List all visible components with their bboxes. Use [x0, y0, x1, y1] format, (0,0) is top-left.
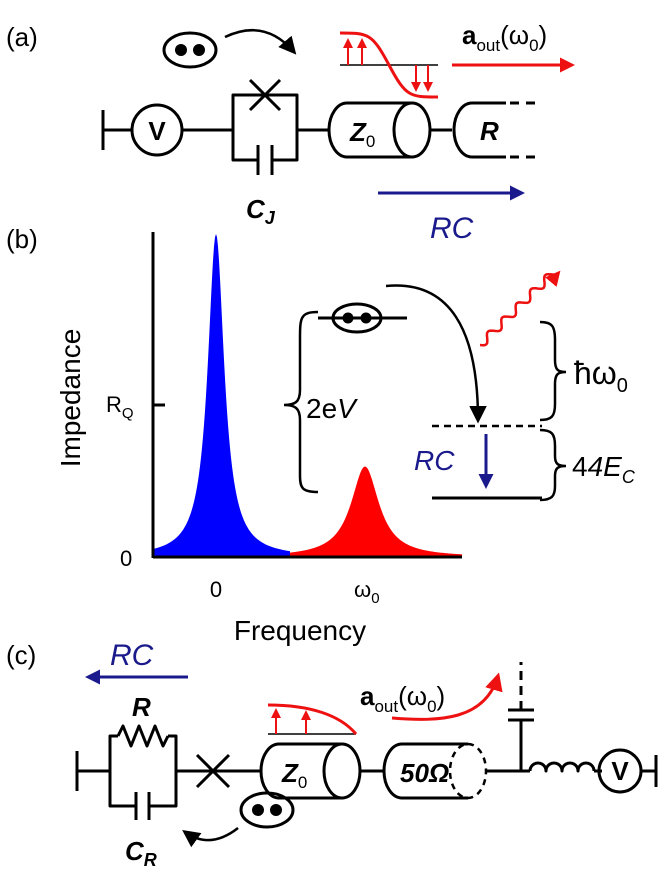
cooper-pair-icon — [239, 791, 295, 829]
bias-brace — [283, 310, 319, 494]
wave-packet-icon — [339, 31, 439, 99]
output-aout-label: aout(ω0) — [360, 681, 445, 716]
capacitor-cj-label: CJ — [246, 194, 276, 228]
load-resistor: R — [452, 101, 535, 159]
resistor-r-label: R — [132, 692, 151, 722]
inductor-coil — [528, 761, 596, 773]
charging-energy-label: 44EC — [572, 451, 636, 487]
rc-label-c: RC — [110, 639, 154, 672]
photon-brace — [539, 320, 567, 422]
panel-a: (a) V CJ Z0 — [6, 20, 575, 245]
rc-element — [108, 724, 178, 820]
energy-diagram: 2eV RC ħω0 44EC — [283, 270, 636, 502]
rc-label-b: RC — [414, 445, 455, 476]
josephson-junction — [231, 78, 299, 175]
load-50ohm-label: 50Ω — [400, 758, 449, 788]
tunneling-arrow — [182, 827, 239, 848]
charging-brace — [539, 428, 567, 502]
voltage-source-label: V — [611, 756, 629, 786]
voltage-source-label: V — [148, 116, 166, 146]
wave-packet-icon — [267, 703, 358, 735]
voltage-source: V — [130, 103, 184, 157]
line-z0-label: Z0 — [349, 117, 375, 151]
impedance-chart — [153, 234, 462, 557]
load-r-label: R — [480, 116, 499, 146]
panel-c-tag: (c) — [6, 640, 36, 670]
load-50ohm: 50Ω — [382, 742, 488, 800]
junction-cross — [195, 753, 231, 789]
panel-b-tag: (b) — [6, 224, 38, 254]
x-tick-w0-label: ω0 — [354, 577, 380, 607]
impedance-peak-w0 — [290, 466, 462, 557]
cooper-pair-icon — [162, 31, 218, 69]
junction-cross — [248, 78, 282, 112]
y-tick-zero-label: 0 — [120, 546, 132, 571]
transition-arrow — [385, 284, 487, 424]
panel-b: (b) RQ 0 0 ω0 Frequency Impedance 2eV RC — [6, 224, 636, 646]
capacitor-cr-label: CR — [125, 836, 157, 870]
photon-energy-label: ħω0 — [574, 355, 628, 397]
output-arrow — [391, 672, 503, 721]
x-tick-zero-label: 0 — [210, 577, 222, 602]
x-axis-label: Frequency — [234, 615, 366, 646]
y-tick-rq-label: RQ — [106, 392, 134, 422]
line-z0-label: Z0 — [281, 758, 307, 792]
panel-c: (c) RC R CR Z0 — [6, 639, 658, 870]
transmission-line: Z0 — [327, 101, 432, 159]
voltage-source: V — [597, 748, 643, 794]
tunneling-arrow — [224, 29, 297, 55]
panel-a-tag: (a) — [6, 22, 38, 52]
bias-2ev-label: 2eV — [306, 393, 358, 424]
rc-label: RC — [430, 212, 474, 245]
transmission-line: Z0 — [259, 742, 362, 800]
photon-icon — [479, 270, 561, 347]
cooper-pair-icon — [331, 302, 383, 334]
y-axis-label: Impedance — [55, 329, 86, 468]
resistor-zigzag — [116, 724, 170, 748]
impedance-peak-rc — [153, 234, 290, 557]
output-aout-label: aout(ω0) — [462, 20, 547, 55]
